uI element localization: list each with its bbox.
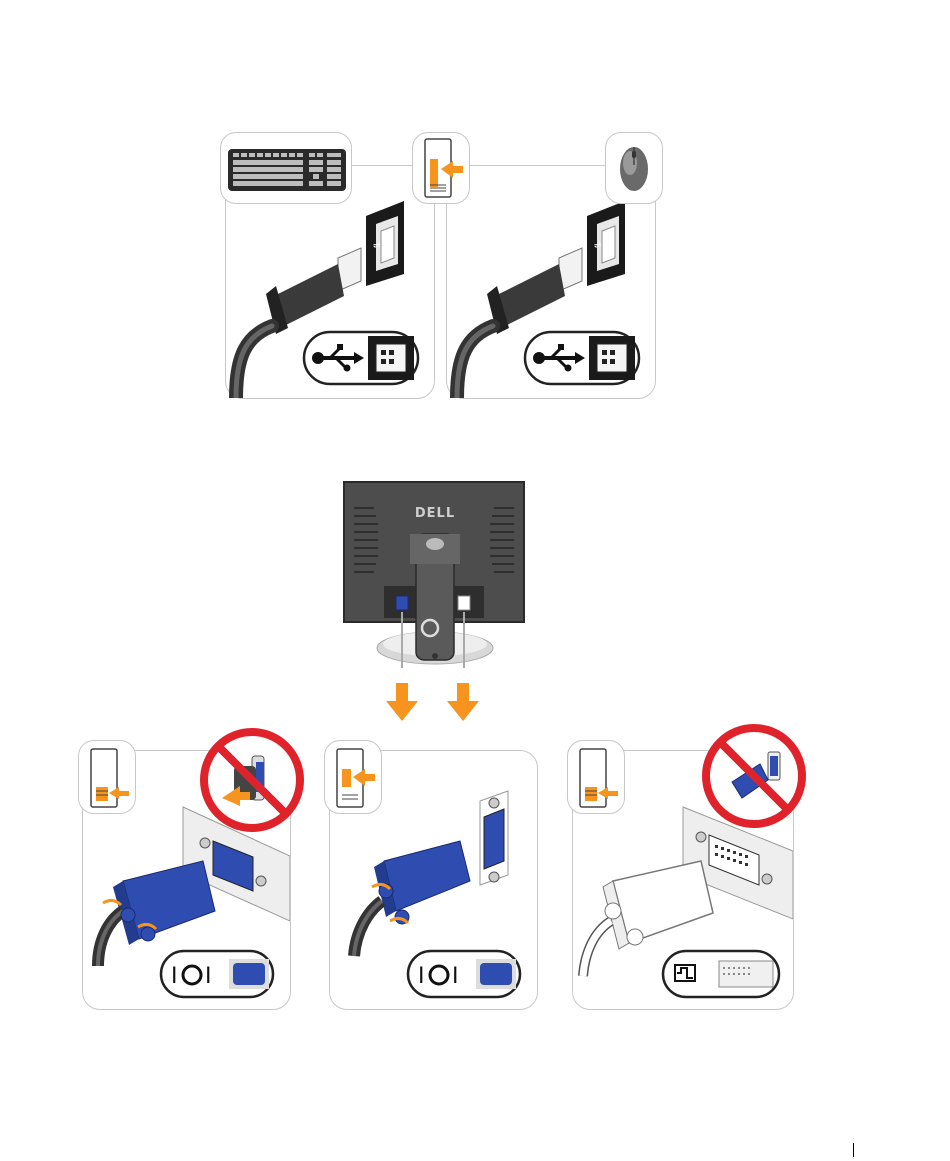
svg-text:I: I (452, 964, 459, 989)
usb-port: ⇌ (587, 201, 625, 286)
keyboard-thumbnail (220, 132, 352, 204)
svg-text:I: I (205, 964, 212, 989)
computer-back-icon (79, 741, 135, 813)
svg-text:I: I (418, 964, 425, 989)
computer-back-thumbnail-2 (324, 740, 382, 814)
computer-back-thumbnail (412, 132, 470, 204)
computer-back-icon (568, 741, 624, 813)
computer-back-thumbnail-3 (567, 740, 625, 814)
svg-text:⇌: ⇌ (373, 241, 381, 251)
monitor-logo: DELL (410, 506, 460, 521)
monitor-back-illustration: DELL (340, 478, 530, 668)
svg-text:⇌: ⇌ (594, 241, 602, 251)
usb-badge (304, 332, 418, 384)
computer-back-icon (325, 741, 381, 813)
down-arrow-right-icon (447, 683, 479, 721)
svg-text:I: I (171, 964, 178, 989)
mouse-icon (606, 133, 662, 203)
prohibited-icon (702, 724, 806, 828)
mouse-thumbnail (605, 132, 663, 204)
prohibited-adapter-sign-1 (200, 728, 304, 832)
prohibited-adapter-sign-3 (702, 724, 806, 828)
computer-back-thumbnail-1 (78, 740, 136, 814)
usb-badge (525, 332, 639, 384)
computer-back-icon (413, 133, 469, 203)
prohibited-icon (200, 728, 304, 832)
page-marker (853, 1143, 854, 1157)
keyboard-icon (221, 133, 351, 203)
usb-port: ⇌ (366, 201, 404, 286)
down-arrow-left-icon (386, 683, 418, 721)
